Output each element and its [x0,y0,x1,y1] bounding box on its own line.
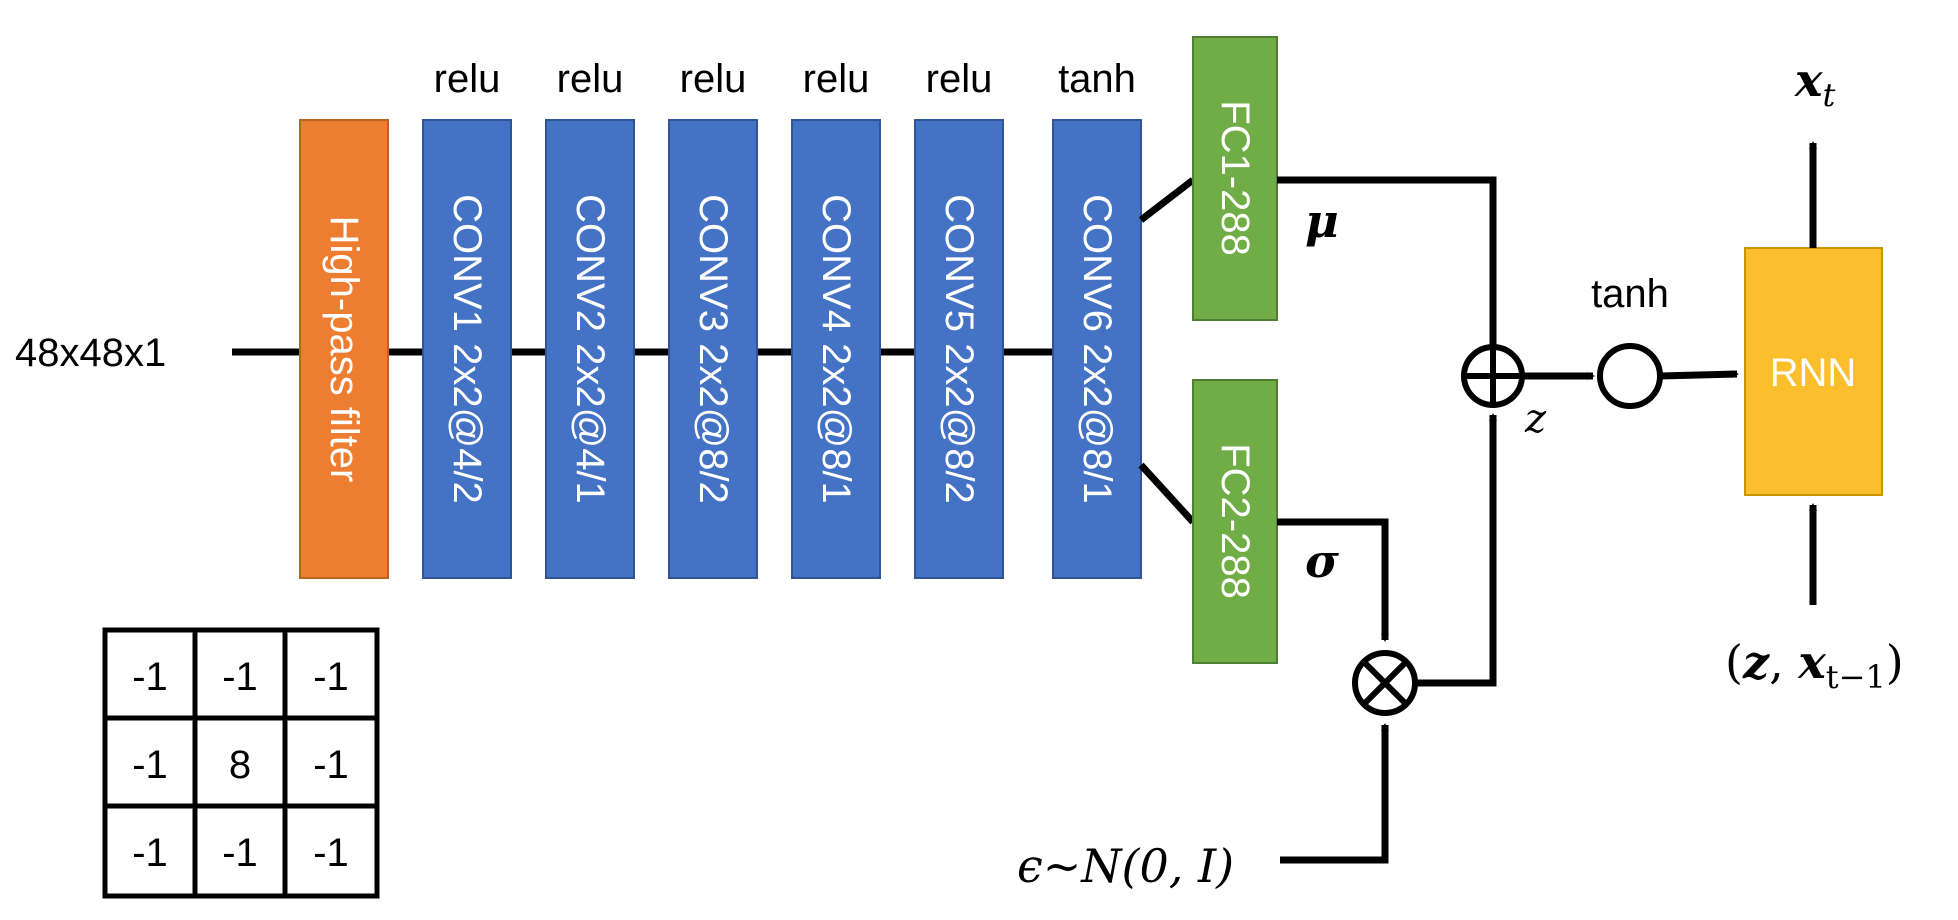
conv6-activation: tanh [1058,57,1136,101]
conv6-to-fc1-wire [1138,177,1196,223]
kernel-cell: -1 [313,655,349,699]
kernel-cell: -1 [313,831,349,875]
conv2-block: CONV2 2x2@4/1 relu [545,57,635,579]
conv4-activation: relu [803,57,870,101]
input-label: 48x48x1 [15,331,166,375]
fc1-block: FC1-288 [1192,36,1278,321]
product-to-sum-wire [1415,413,1497,687]
conv2-activation: relu [557,57,624,101]
kernel-cell: -1 [132,655,168,699]
conv1-block: CONV1 2x2@4/2 relu [422,57,512,579]
conv-layers: CONV1 2x2@4/2 relu CONV2 2x2@4/1 relu CO… [422,57,1142,579]
sigma-wire [1277,518,1389,642]
fc1-label: FC1-288 [1213,100,1257,256]
rnn-input-z: z [1742,635,1770,689]
conv5-activation: relu [926,57,993,101]
sigma-label: σ [1305,534,1339,588]
conv3-block: CONV3 2x2@8/2 relu [668,57,758,579]
rnn-input-sub: t−1 [1826,658,1886,696]
rnn-output-sub: t [1822,76,1835,114]
high-pass-filter-label: High-pass filter [322,216,366,483]
kernel-cell: -1 [313,743,349,787]
conv4-label: CONV4 2x2@8/1 [814,194,858,504]
conv6-label: CONV6 2x2@8/1 [1075,194,1119,504]
z-label: z [1524,396,1547,442]
mu-label: μ [1305,194,1339,248]
conv2-label: CONV2 2x2@4/1 [568,194,612,504]
kernel-cell: -1 [132,831,168,875]
high-pass-filter-block: High-pass filter [299,119,389,579]
rnn-input-comma: , [1769,635,1798,689]
rnn-input-x: x [1797,635,1826,689]
tanh-node [1597,343,1663,409]
conv1-activation: relu [434,57,501,101]
conv4-block: CONV4 2x2@8/1 relu [791,57,881,579]
conv5-label: CONV5 2x2@8/2 [937,194,981,504]
noise-wire [1280,723,1389,864]
rnn-label: RNN [1770,351,1857,395]
mu-wire [1277,176,1497,354]
high-pass-kernel-table: -1 -1 -1 -1 8 -1 -1 -1 -1 [102,627,380,899]
product-operator [1352,650,1418,716]
conv6-to-fc2-wire [1138,462,1196,525]
conv6-block: CONV6 2x2@8/1 tanh [1052,57,1142,579]
conv5-block: CONV5 2x2@8/2 relu [914,57,1004,579]
kernel-cell: -1 [222,831,258,875]
rnn-input-close-paren: ) [1886,635,1904,689]
noise-label: ϵ~N(0, I) [1017,839,1234,893]
rnn-output-label: xt [1794,53,1835,114]
rnn-output-x: x [1794,53,1823,107]
kernel-cell: 8 [229,743,251,787]
kernel-cell: -1 [132,743,168,787]
conv3-label: CONV3 2x2@8/2 [691,194,735,504]
sum-operator [1461,344,1525,408]
conv1-label: CONV1 2x2@4/2 [445,194,489,504]
tanh-to-rnn-wire [1659,370,1739,380]
fc2-block: FC2-288 [1192,379,1278,664]
fc2-label: FC2-288 [1213,443,1257,599]
rnn-input-label: (z, xt−1) [1725,635,1904,696]
conv3-activation: relu [680,57,747,101]
rnn-input-open-paren: ( [1725,635,1743,689]
rnn-block: RNN [1744,247,1883,496]
tanh-node-label: tanh [1591,272,1669,316]
kernel-cell: -1 [222,655,258,699]
